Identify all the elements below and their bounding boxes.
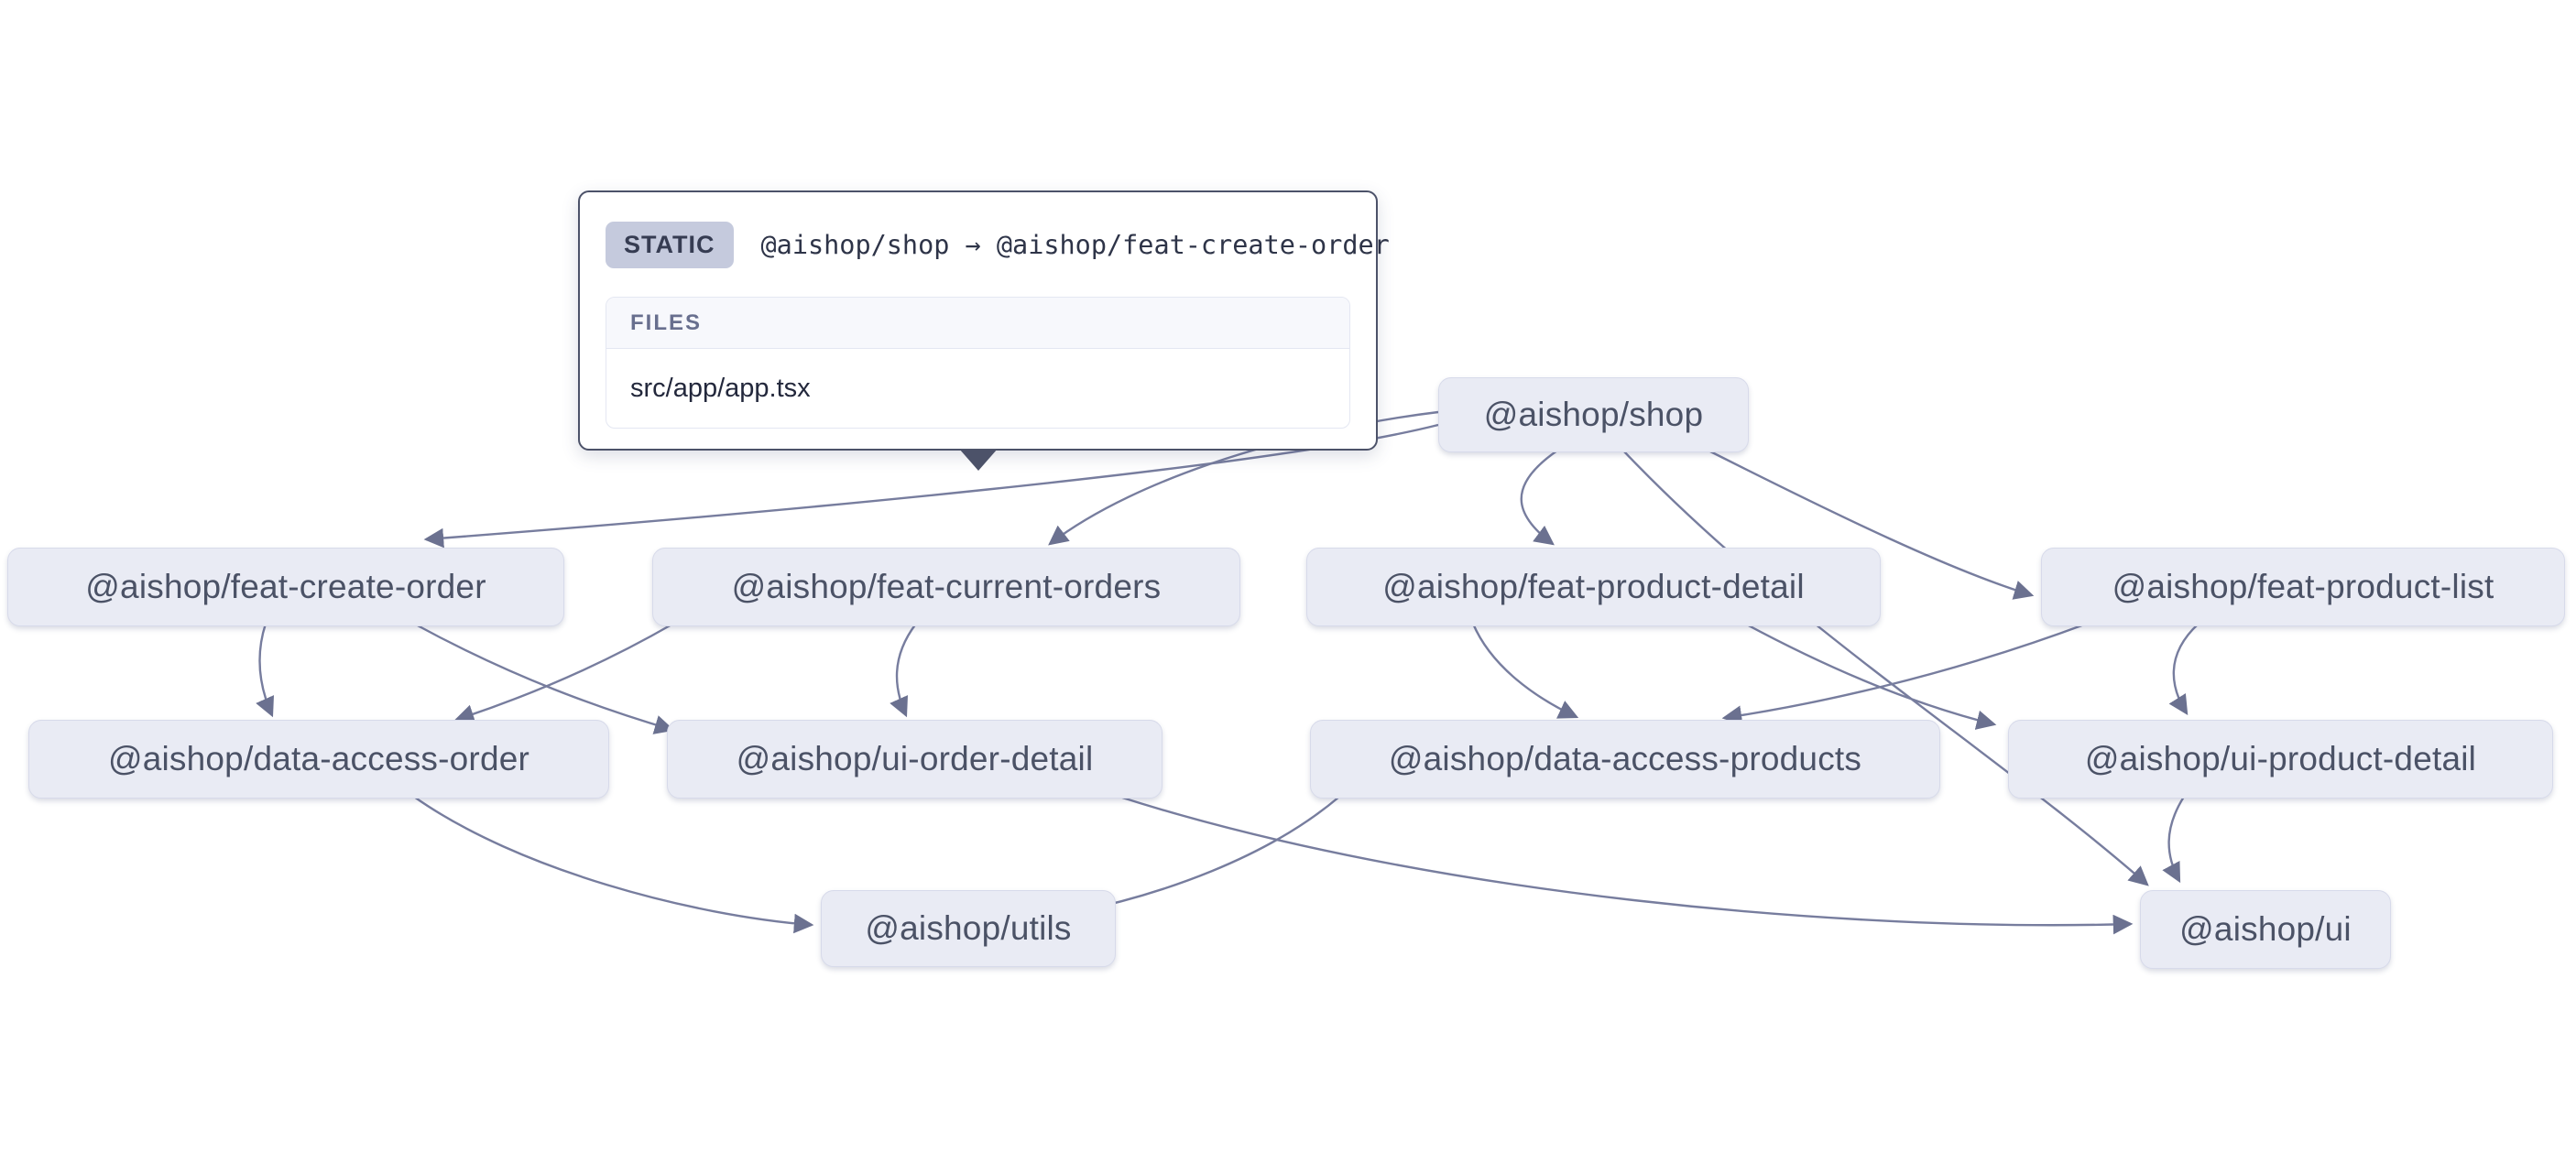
edge-feat-create-order-to-ui-order-detail[interactable] xyxy=(413,622,675,734)
edge-tooltip: STATIC @aishop/shop → @aishop/feat-creat… xyxy=(578,190,1390,471)
edge-data-access-order-to-utils[interactable] xyxy=(413,796,814,934)
edge-feat-create-order-to-data-access-order[interactable] xyxy=(256,623,275,718)
graph-node-feat-create-order[interactable]: @aishop/feat-create-order xyxy=(7,548,564,626)
graph-node-feat-current-orders[interactable]: @aishop/feat-current-orders xyxy=(652,548,1240,626)
edge-shop-to-feat-product-detail[interactable] xyxy=(1520,450,1558,546)
graph-node-ui-order-detail[interactable]: @aishop/ui-order-detail xyxy=(667,720,1162,799)
graph-node-ui[interactable]: @aishop/ui xyxy=(2140,890,2391,969)
edge-ui-order-detail-to-ui[interactable] xyxy=(1119,795,2134,935)
edge-shop-to-feat-current-orders[interactable] xyxy=(1048,410,1439,546)
edge-feat-current-orders-to-ui-order-detail[interactable] xyxy=(890,623,917,718)
edge-feat-product-list-to-ui-product-detail[interactable] xyxy=(2168,623,2199,716)
files-panel-header: FILES xyxy=(606,298,1349,349)
edge-dependency-label: @aishop/shop → @aishop/feat-create-order xyxy=(760,229,1390,260)
graph-node-data-access-order[interactable]: @aishop/data-access-order xyxy=(28,720,609,799)
edge-feat-product-list-to-data-access-products[interactable] xyxy=(1721,622,2088,725)
graph-node-ui-product-detail[interactable]: @aishop/ui-product-detail xyxy=(2008,720,2553,799)
tooltip-pointer-icon xyxy=(958,449,998,471)
graph-node-feat-product-list[interactable]: @aishop/feat-product-list xyxy=(2041,548,2565,626)
edge-feat-product-detail-to-data-access-products[interactable] xyxy=(1471,623,1579,719)
edge-data-access-products-to-utils[interactable] xyxy=(1073,796,1340,918)
edge-tooltip-header: STATIC @aishop/shop → @aishop/feat-creat… xyxy=(606,216,1390,273)
edge-shop-to-ui[interactable] xyxy=(1622,450,2149,886)
edge-feat-product-detail-to-ui-product-detail[interactable] xyxy=(1744,622,1997,730)
graph-node-shop[interactable]: @aishop/shop xyxy=(1438,377,1749,452)
graph-node-data-access-products[interactable]: @aishop/data-access-products xyxy=(1310,720,1940,799)
edge-ui-product-detail-to-ui[interactable] xyxy=(2162,796,2186,884)
file-list-item: src/app/app.tsx xyxy=(630,373,811,403)
graph-node-utils[interactable]: @aishop/utils xyxy=(821,890,1116,967)
edge-shop-to-feat-product-list[interactable] xyxy=(1708,449,2035,600)
files-panel: FILES src/app/app.tsx xyxy=(606,297,1350,429)
edge-feat-current-orders-to-data-access-order[interactable] xyxy=(453,622,674,724)
edge-type-badge: STATIC xyxy=(606,221,734,268)
graph-node-feat-product-detail[interactable]: @aishop/feat-product-detail xyxy=(1306,548,1881,626)
